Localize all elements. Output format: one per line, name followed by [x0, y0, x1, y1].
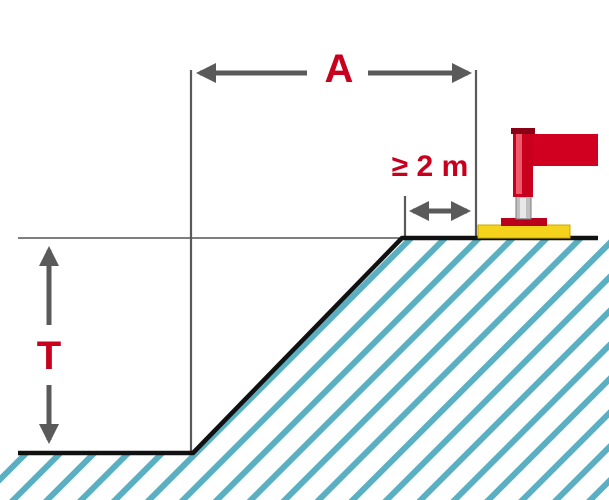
- clearance-label: ≥ 2 m: [392, 150, 469, 183]
- drill-rig-with-flag-icon: [477, 128, 598, 239]
- soil-hatch: [0, 238, 609, 500]
- dimension-a-label: A: [325, 47, 354, 91]
- depth-t-label: T: [37, 334, 61, 378]
